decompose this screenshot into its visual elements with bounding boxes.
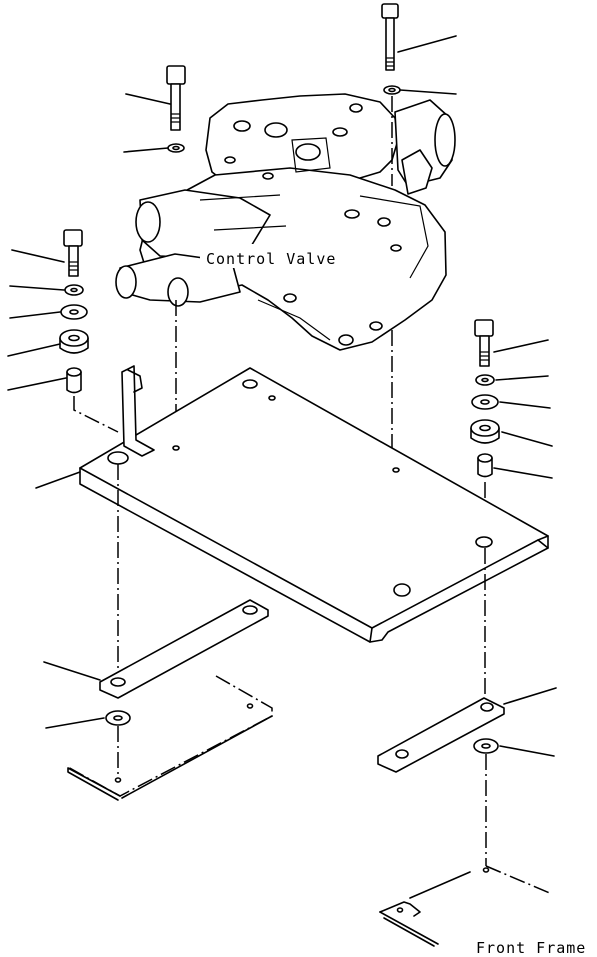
right-shim-washer [473,738,499,754]
left-shim-washer [105,710,131,726]
control-valve [115,93,456,351]
left-mount-stack [59,229,89,394]
right-mount-stack [470,319,500,478]
left-spacer-bar [99,599,269,699]
bolt-top-left [166,65,186,153]
control-valve-label: Control Valve [206,250,336,268]
bolt-top-right [381,3,401,95]
front-frame-piece [379,865,553,947]
left-frame-piece [65,675,273,801]
front-frame-label: Front Frame [476,939,586,957]
right-spacer-bar [377,697,505,773]
mounting-plate [79,365,549,643]
